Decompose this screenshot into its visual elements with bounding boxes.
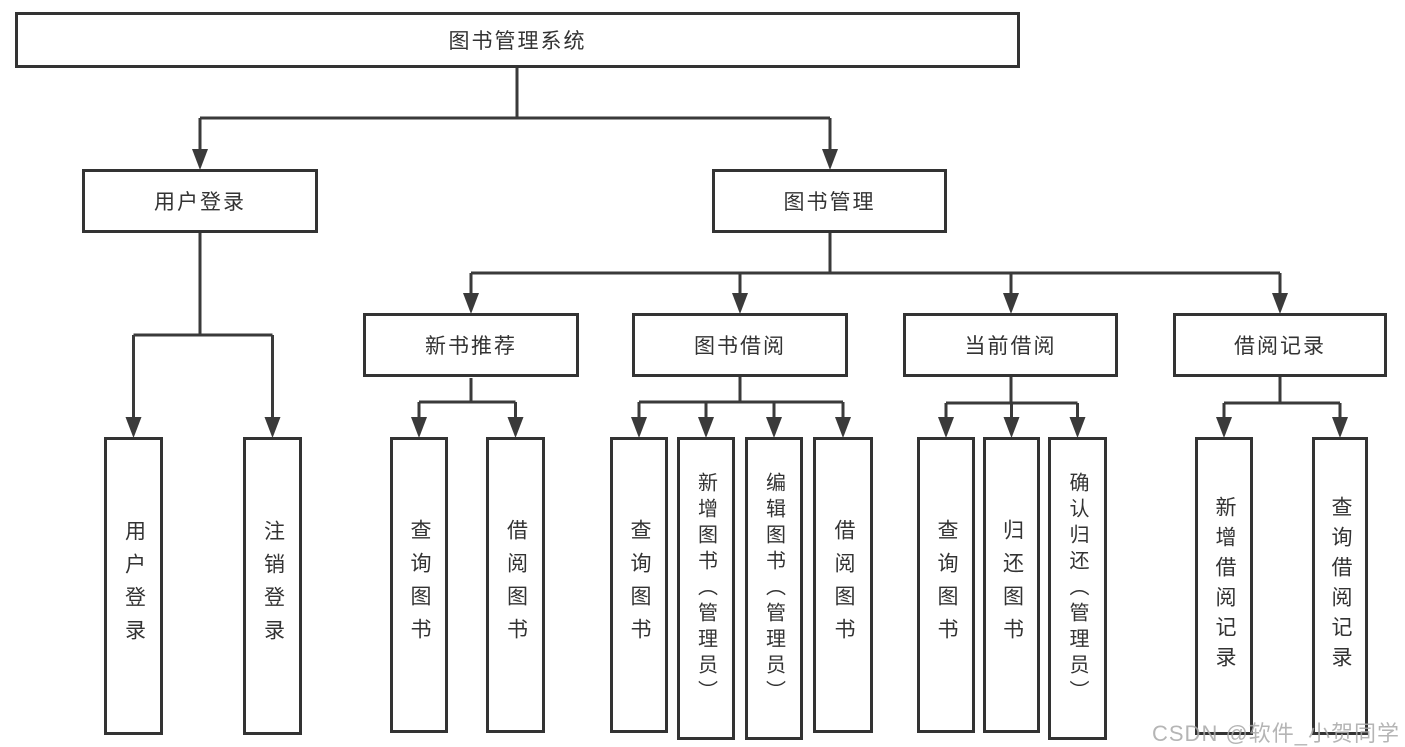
node-book-management-group: 图书管理	[712, 169, 947, 233]
node-user-login-group: 用户登录	[82, 169, 318, 233]
leaf-borrow-books-recommend: 借阅图书	[486, 437, 545, 733]
leaf-logout: 注销登录	[243, 437, 302, 735]
node-current-borrowing: 当前借阅	[903, 313, 1118, 377]
node-borrowing-records: 借阅记录	[1173, 313, 1387, 377]
leaf-edit-books-admin: 编辑图书（管理员）	[745, 437, 803, 740]
leaf-return-books: 归还图书	[983, 437, 1040, 733]
leaf-user-login: 用户登录	[104, 437, 163, 735]
leaf-query-books-borrowing: 查询图书	[610, 437, 668, 733]
leaf-query-borrow-record: 查询借阅记录	[1312, 437, 1368, 735]
leaf-query-books-current: 查询图书	[917, 437, 975, 733]
leaf-query-books-recommend: 查询图书	[390, 437, 448, 733]
node-root-library-system: 图书管理系统	[15, 12, 1020, 68]
csdn-watermark: CSDN @软件_小贺同学	[1152, 721, 1401, 746]
leaf-borrow-books-borrowing: 借阅图书	[813, 437, 873, 733]
node-book-borrowing: 图书借阅	[632, 313, 848, 377]
leaf-add-borrow-record: 新增借阅记录	[1195, 437, 1253, 735]
leaf-confirm-return-admin: 确认归还（管理员）	[1048, 437, 1107, 740]
leaf-add-books-admin: 新增图书（管理员）	[677, 437, 735, 740]
node-new-book-recommendation: 新书推荐	[363, 313, 579, 377]
